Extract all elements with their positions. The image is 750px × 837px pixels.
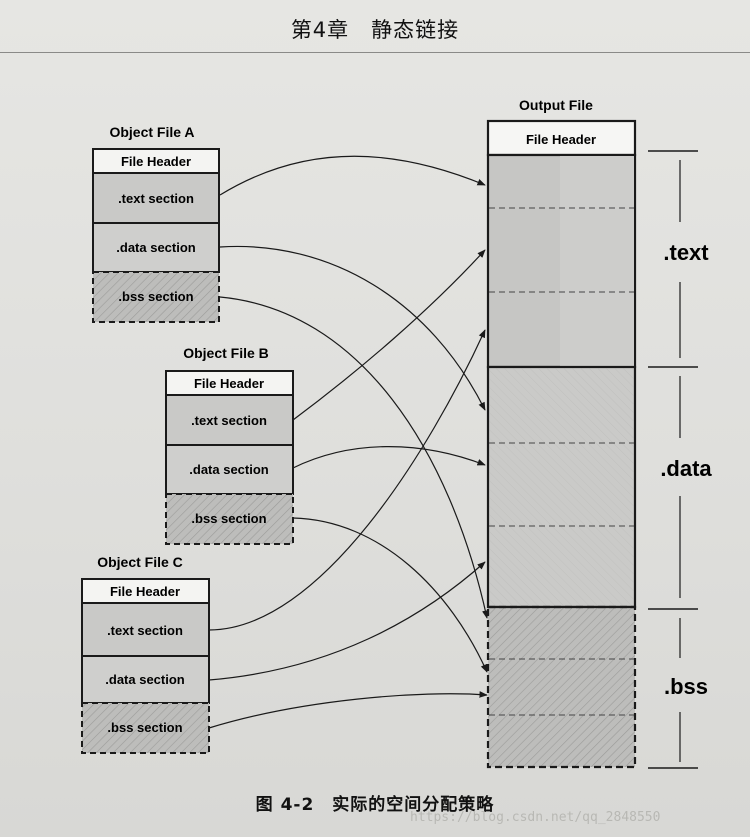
object-file-b-bss-label: .bss section (191, 511, 266, 526)
header-rule (0, 52, 750, 53)
arrow-b-text (292, 249, 486, 421)
segment-label-bss: .bss (664, 674, 708, 699)
object-file-b-data-box (165, 444, 294, 495)
output-text-shade (560, 156, 634, 366)
object-file-a-bss-label: .bss section (118, 289, 193, 304)
arrow-b-data (292, 446, 486, 469)
object-file-b: Object File B File Header .text section … (165, 345, 294, 545)
object-file-a: Object File A File Header .text section … (92, 124, 220, 323)
object-file-c-text-label: .text section (107, 623, 183, 638)
object-file-a-title: Object File A (109, 124, 194, 140)
arrow-c-data (208, 561, 486, 681)
mapping-arrows (208, 155, 489, 729)
arrow-c-text (208, 329, 486, 631)
object-file-c-text-box (81, 602, 210, 657)
watermark-url: https://blog.csdn.net/qq_2848550 (410, 810, 661, 825)
object-file-c-bss-label: .bss section (107, 720, 182, 735)
output-file-title: Output File (519, 97, 593, 113)
output-file-header-label: File Header (526, 132, 596, 147)
arrow-a-text (219, 155, 486, 196)
segment-brackets: .text .data .bss (648, 150, 712, 769)
output-bss-region (486, 605, 637, 769)
object-file-b-text-label: .text section (191, 413, 267, 428)
object-file-b-header-box (165, 370, 294, 396)
object-file-a-header-label: File Header (121, 154, 191, 169)
chapter-title: 第4章 静态链接 (290, 18, 460, 42)
segment-label-data: .data (660, 456, 712, 481)
object-file-b-data-label: .data section (189, 462, 269, 477)
output-data-texture (489, 368, 634, 606)
object-file-a-text-label: .text section (118, 191, 194, 206)
arrow-a-bss (219, 296, 489, 619)
object-file-b-text-box (165, 394, 294, 446)
object-file-c-title: Object File C (97, 554, 183, 570)
object-file-a-header-box (92, 148, 220, 174)
object-file-a-data-box (92, 222, 220, 273)
segment-label-text: .text (663, 240, 709, 265)
object-file-b-bss-box (165, 493, 294, 545)
figure-caption: 图 4-2 实际的空间分配策略 (255, 795, 495, 815)
object-file-c-data-label: .data section (105, 672, 185, 687)
object-file-c-header-label: File Header (110, 584, 180, 599)
arrow-a-data (219, 245, 486, 411)
arrow-c-bss (208, 691, 488, 729)
arrow-b-bss (292, 517, 488, 673)
object-file-c: Object File C File Header .text section … (81, 554, 210, 754)
object-file-a-data-label: .data section (116, 240, 196, 255)
object-file-a-bss-box (92, 271, 220, 323)
output-file: Output File File Header (486, 97, 637, 769)
object-file-b-title: Object File B (183, 345, 269, 361)
object-file-a-text-box (92, 172, 220, 224)
object-file-c-header-box (81, 578, 210, 604)
object-file-b-header-label: File Header (194, 376, 264, 391)
